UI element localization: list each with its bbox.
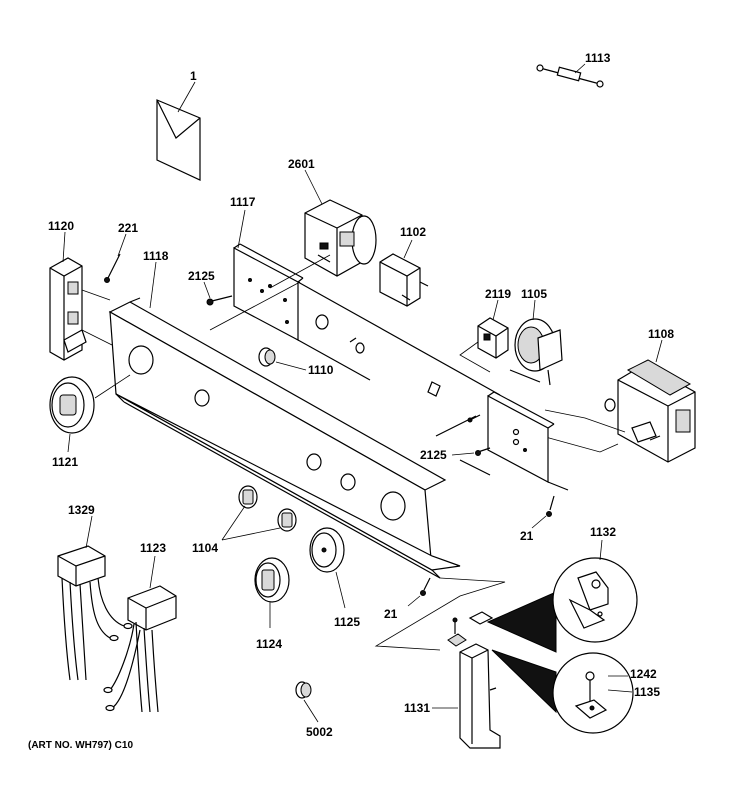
callout-2125-lower: 2125 <box>420 448 447 462</box>
callout-2119: 2119 <box>485 287 511 301</box>
part-1117-bracket <box>233 243 304 341</box>
callout-1117: 1117 <box>230 195 256 209</box>
callout-1113: 1113 <box>585 51 611 65</box>
part-1105-pressure-switch <box>509 318 563 386</box>
part-1135-detail-view <box>491 649 634 734</box>
part-1110-bushing <box>258 347 276 367</box>
part-2125-screw-lower <box>475 447 491 456</box>
part-1113-thermal-fuse <box>536 64 604 88</box>
part-1104-knob-a <box>238 485 258 509</box>
callout-1121: 1121 <box>52 455 78 469</box>
part-21-screw-right <box>546 495 555 517</box>
callout-1104: 1104 <box>192 541 218 555</box>
part-1-envelope <box>156 99 201 181</box>
callout-221: 221 <box>118 221 138 235</box>
part-1118-control-panel <box>108 297 461 579</box>
part-1123-wire-harness <box>103 585 177 713</box>
callout-1110: 1110 <box>308 363 334 377</box>
part-1121-knob <box>49 376 95 434</box>
part-1104-knob-b <box>277 508 297 532</box>
part-1120-side-bracket <box>49 257 87 361</box>
callout-1105: 1105 <box>521 287 547 301</box>
callout-1329: 1329 <box>68 503 95 517</box>
part-1108-valve-assembly <box>604 359 696 463</box>
callout-5002: 5002 <box>306 725 333 739</box>
callout-1132: 1132 <box>590 525 616 539</box>
callout-1108: 1108 <box>648 327 674 341</box>
part-1329-wire-harness <box>57 545 133 681</box>
callout-1120: 1120 <box>48 219 74 233</box>
part-5002-plug <box>295 681 312 699</box>
callout-21-right: 21 <box>520 529 534 543</box>
part-1125-knob-skirt <box>309 527 345 573</box>
rear-mounting-panel <box>297 281 501 476</box>
callout-1124: 1124 <box>256 637 282 651</box>
part-1102-switch <box>379 253 429 307</box>
part-2601-timer <box>304 199 377 277</box>
part-221-screw <box>104 253 121 283</box>
right-end-bracket <box>487 391 569 491</box>
callout-1242: 1242 <box>630 667 657 681</box>
callout-2601: 2601 <box>288 157 315 171</box>
callout-21-lower: 21 <box>384 607 398 621</box>
art-number-caption: (ART NO. WH797) C10 <box>28 740 133 751</box>
callout-1123: 1123 <box>140 541 166 555</box>
part-2125-screw-upper <box>206 295 233 306</box>
callout-1118: 1118 <box>143 249 169 263</box>
part-2119-switch <box>477 317 509 359</box>
callout-1135: 1135 <box>634 685 660 699</box>
part-1124-knob <box>254 557 290 603</box>
part-1132-detail-view <box>486 557 638 653</box>
callout-1131: 1131 <box>404 701 430 715</box>
callout-2125-upper: 2125 <box>188 269 215 283</box>
callout-1102: 1102 <box>400 225 426 239</box>
part-21-screw-lower <box>420 577 431 596</box>
clip-parts <box>447 611 494 647</box>
part-1131-bracket-cover <box>459 643 501 749</box>
callout-1125: 1125 <box>334 615 360 629</box>
callout-1: 1 <box>190 69 197 83</box>
